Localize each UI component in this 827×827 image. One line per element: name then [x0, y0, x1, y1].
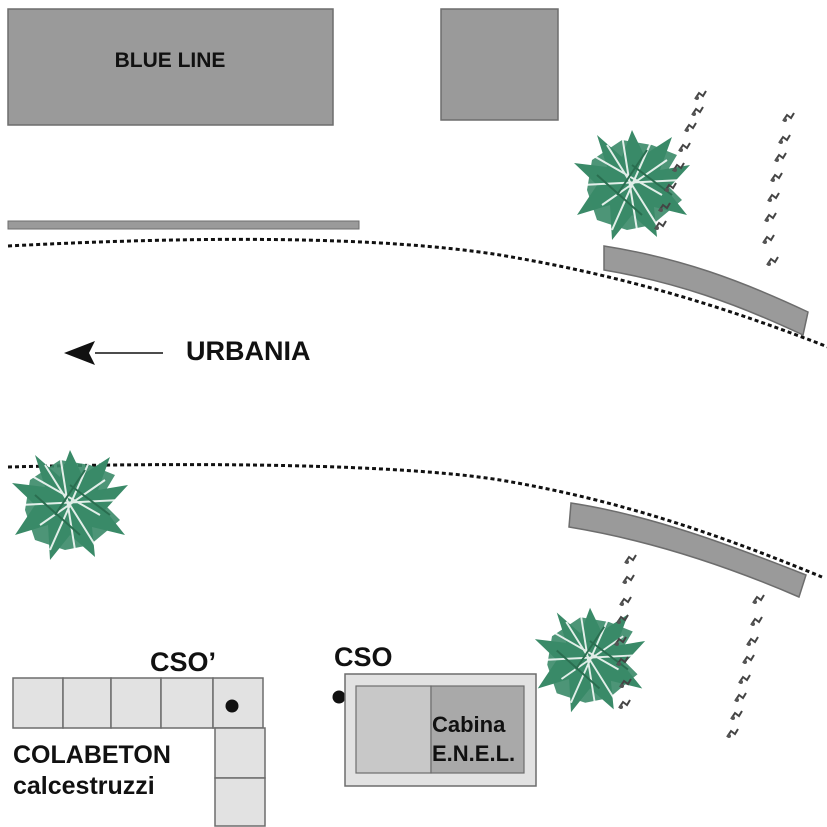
calcestruzzi-label: calcestruzzi — [13, 772, 155, 800]
tree-icon — [533, 606, 647, 714]
cso-label: CSO — [334, 642, 393, 672]
enel-label: E.N.E.L. — [432, 741, 515, 766]
road-edge-south — [7, 463, 823, 579]
blue-line-building — [7, 8, 334, 126]
tree-icon — [573, 129, 691, 241]
building-top-middle — [440, 8, 559, 121]
cso-prime-label: CSO’ — [150, 647, 216, 677]
guard-barrier-north — [603, 245, 809, 337]
shrub-icon — [726, 594, 765, 739]
colabeton-label: COLABETON — [13, 741, 171, 769]
arrow-left-icon — [64, 341, 163, 365]
cabina-enel-building — [344, 673, 537, 787]
dot-icon — [332, 690, 346, 704]
blue-line-label: BLUE LINE — [115, 49, 226, 72]
guard-barrier-south — [568, 502, 807, 599]
road-edge-north — [7, 237, 827, 349]
direction-label: URBANIA — [186, 336, 311, 366]
boundary-wall — [7, 220, 360, 230]
dot-icon — [225, 699, 239, 713]
cabina-label: Cabina — [432, 712, 506, 737]
colabeton-plant — [12, 677, 266, 827]
shrub-icon — [762, 112, 795, 267]
